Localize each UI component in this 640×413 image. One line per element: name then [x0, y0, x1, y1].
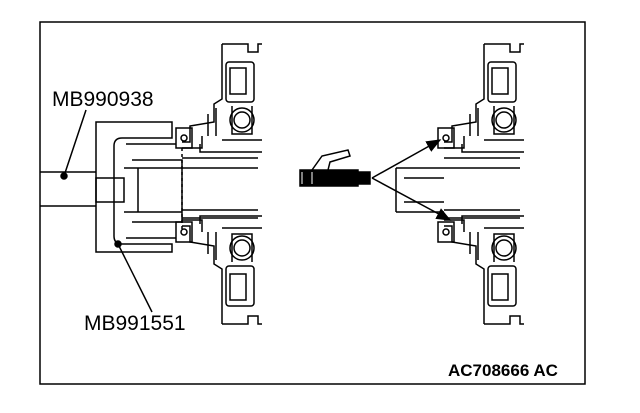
lower-housing-left [181, 215, 263, 325]
figure-code: AC708666 AC [448, 361, 558, 380]
air-gun-icon [299, 149, 371, 187]
figure-frame [39, 21, 586, 385]
tool-mb991551 [95, 121, 183, 253]
label-mb990938: MB990938 [52, 88, 154, 111]
lower-housing-right [443, 215, 525, 325]
upper-housing-left [181, 43, 263, 153]
label-mb991551: MB991551 [84, 312, 186, 335]
right-assembly [395, 43, 525, 325]
tool-mb990938 [40, 167, 182, 213]
upper-housing-right [443, 43, 525, 153]
left-assembly [175, 43, 263, 325]
air-flow-arrows [371, 139, 452, 221]
leaders-left [60, 109, 153, 313]
